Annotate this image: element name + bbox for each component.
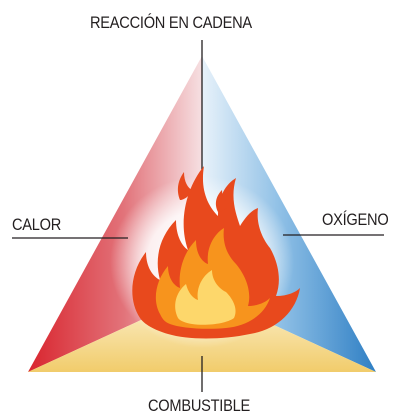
oxygen-label: OXÍGENO — [322, 210, 389, 229]
fire-icon — [132, 166, 300, 339]
fuel-label: COMBUSTIBLE — [148, 396, 250, 415]
chain-reaction-label: REACCIÓN EN CADENA — [90, 13, 252, 32]
heat-label: CALOR — [12, 215, 62, 234]
